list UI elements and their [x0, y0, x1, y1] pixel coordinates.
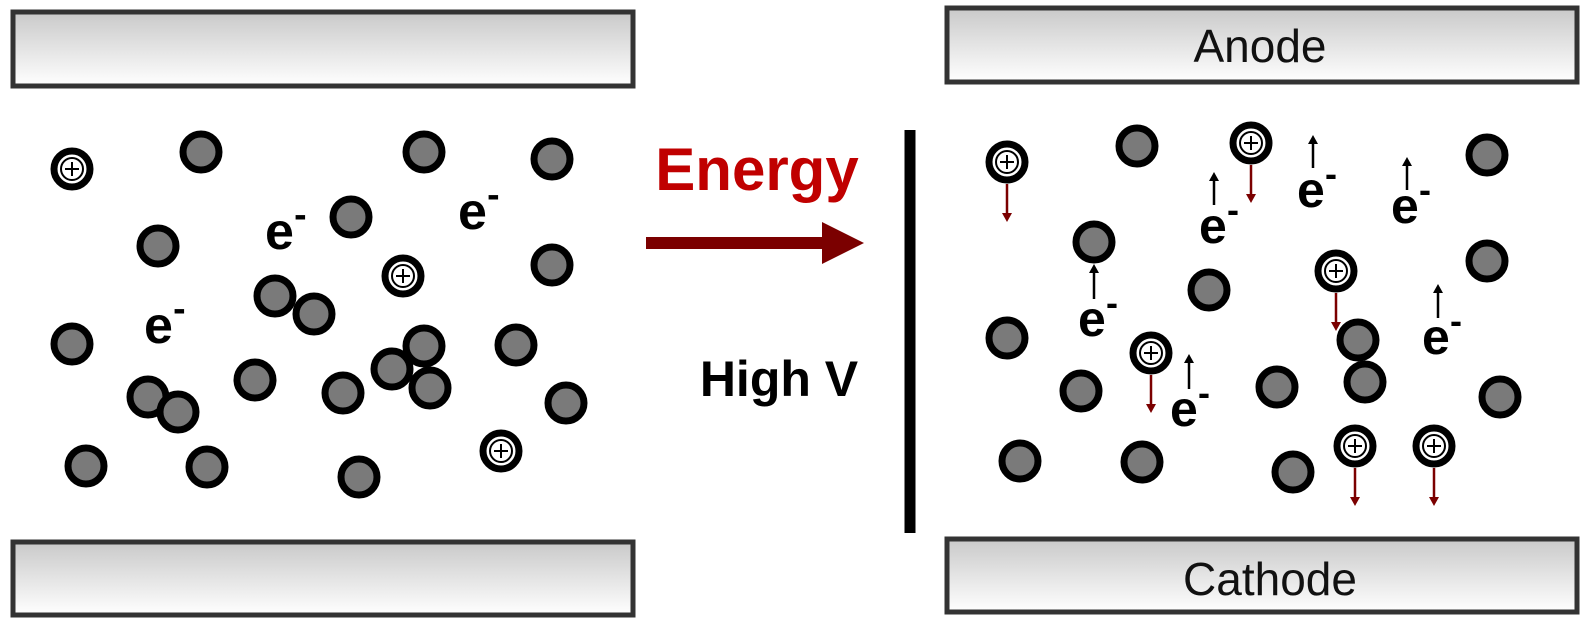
positive-ion	[1229, 121, 1273, 165]
svg-text:-: -	[1450, 300, 1462, 341]
electron: e-	[1391, 169, 1431, 234]
neutral-atom	[985, 316, 1029, 360]
svg-text:e: e	[1078, 291, 1106, 347]
top-plate-before	[10, 9, 636, 89]
electron: e-	[1170, 372, 1210, 437]
positive-ion	[1333, 424, 1377, 468]
neutral-atom	[998, 439, 1042, 483]
ion-drift-arrow	[1146, 375, 1156, 413]
neutral-atom	[329, 195, 373, 239]
electron: e-	[1199, 189, 1239, 254]
svg-text:-: -	[1227, 189, 1239, 230]
electron-drift-arrow	[1433, 284, 1443, 318]
neutral-atom	[370, 347, 414, 391]
energy-label: Energy	[655, 136, 859, 203]
ion-drift-arrow	[1350, 468, 1360, 506]
neutral-atom	[408, 366, 452, 410]
neutral-atom	[530, 243, 574, 287]
neutral-atom	[179, 130, 223, 174]
neutral-atom	[402, 130, 446, 174]
svg-text:e: e	[1199, 198, 1227, 254]
ion-drift-arrow	[1002, 184, 1012, 222]
positive-ion	[1412, 424, 1456, 468]
neutral-atom	[544, 381, 588, 425]
neutral-atom	[530, 137, 574, 181]
electron-drift-arrow	[1402, 157, 1412, 190]
neutral-atom	[402, 324, 446, 368]
neutral-atom	[292, 292, 336, 336]
cathode-plate	[944, 536, 1580, 615]
anode-label: Anode	[1193, 20, 1326, 72]
electron-drift-arrow	[1308, 135, 1318, 168]
electron: e-	[1078, 282, 1118, 347]
positive-ion	[381, 254, 425, 298]
positive-ion	[50, 147, 94, 191]
electron: e-	[1297, 153, 1337, 218]
bottom-plate-before	[10, 539, 636, 618]
electron: e-	[458, 173, 500, 241]
neutral-atom	[1478, 375, 1522, 419]
neutral-atom	[50, 322, 94, 366]
svg-text:e: e	[144, 297, 173, 355]
neutral-atom	[494, 323, 538, 367]
ion-drift-arrow	[1429, 468, 1439, 506]
neutral-atom	[136, 224, 180, 268]
svg-text:e: e	[458, 183, 487, 241]
neutral-atom	[1271, 450, 1315, 494]
neutral-atom	[1072, 220, 1116, 264]
high-voltage-label: High V	[700, 351, 859, 407]
ion-drift-arrow	[1246, 165, 1256, 203]
neutral-atom	[1336, 318, 1380, 362]
neutral-atom	[1187, 268, 1231, 312]
svg-text:e: e	[1170, 381, 1198, 437]
neutral-atom	[1115, 124, 1159, 168]
neutral-atom	[321, 371, 365, 415]
svg-text:-: -	[1419, 169, 1431, 210]
svg-text:-: -	[487, 173, 499, 215]
electron-drift-arrow	[1089, 264, 1099, 299]
particle-layer: e-e-e-e-e-e-e-e-e-	[50, 121, 1522, 506]
electron: e-	[1422, 300, 1462, 365]
neutral-atom	[156, 390, 200, 434]
svg-text:-: -	[1198, 372, 1210, 413]
electron: e-	[265, 193, 307, 261]
electron-drift-arrow	[1184, 354, 1194, 389]
ion-drift-arrow	[1331, 293, 1341, 331]
neutral-atom	[1343, 360, 1387, 404]
svg-text:-: -	[1106, 282, 1118, 323]
svg-text:-: -	[173, 287, 185, 329]
svg-text:-: -	[1325, 153, 1337, 194]
neutral-atom	[253, 274, 297, 318]
neutral-atom	[185, 445, 229, 489]
neutral-atom	[1255, 365, 1299, 409]
neutral-atom	[1465, 133, 1509, 177]
energy-arrow	[646, 222, 864, 264]
svg-text:e: e	[265, 203, 294, 261]
neutral-atom	[64, 444, 108, 488]
electron-drift-arrow	[1209, 172, 1219, 205]
svg-text:e: e	[1391, 178, 1419, 234]
positive-ion	[1314, 249, 1358, 293]
neutral-atom	[1120, 440, 1164, 484]
neutral-atom	[1059, 369, 1103, 413]
cathode-label: Cathode	[1183, 553, 1357, 605]
positive-ion	[1129, 331, 1173, 375]
svg-text:-: -	[294, 193, 306, 235]
svg-text:e: e	[1297, 162, 1325, 218]
anode-plate	[944, 5, 1580, 85]
electron: e-	[144, 287, 186, 355]
positive-ion	[479, 429, 523, 473]
neutral-atom	[337, 455, 381, 499]
svg-text:e: e	[1422, 309, 1450, 365]
neutral-atom	[1465, 239, 1509, 283]
neutral-atom	[233, 358, 277, 402]
positive-ion	[985, 140, 1029, 184]
